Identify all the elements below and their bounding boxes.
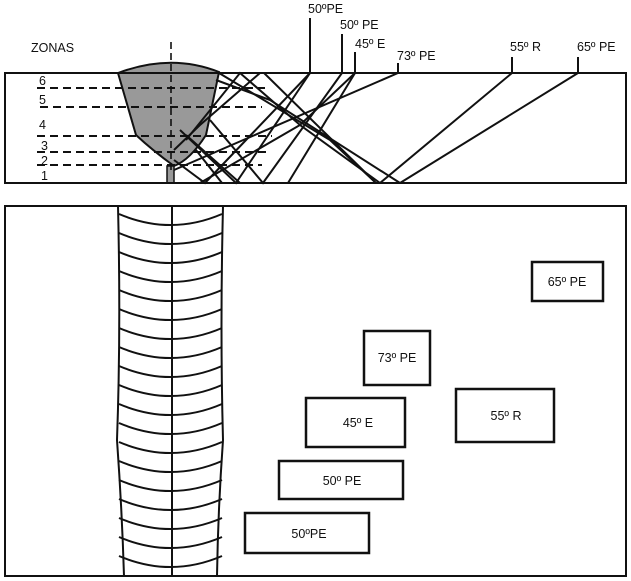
probe-box-45e: 45º E [304, 396, 407, 449]
beam-path [195, 149, 223, 184]
weld-plan-ripples [115, 205, 225, 577]
beam-path [173, 72, 261, 151]
beam-path [215, 79, 401, 184]
probe-label-50pe-1: 50ºPE [308, 2, 343, 16]
weld-ripple [118, 517, 223, 530]
probe-box-55r: 55º R [454, 387, 556, 444]
beam-path [199, 72, 356, 184]
probe-box-label: 65º PE [548, 275, 587, 289]
probe-box-label: 55º R [491, 409, 522, 423]
weld-ripple [118, 289, 223, 302]
plan-view: 65º PE 73º PE 45º E 55º R 50º PE 50ºPE [4, 205, 627, 577]
beam-path [399, 72, 579, 184]
weld-ripple [118, 308, 223, 321]
probe-box-label: 50ºPE [291, 527, 326, 541]
zone-label-3: 3 [41, 139, 48, 153]
probe-box-65pe: 65º PE [530, 260, 605, 303]
plate-plan [4, 205, 627, 577]
probe-box-50pe-2: 50º PE [277, 459, 405, 501]
probe-label-45e: 45º E [355, 37, 385, 51]
probe-box-label: 50º PE [323, 474, 362, 488]
probe-label-65pe: 65º PE [577, 40, 616, 54]
beam-path [218, 72, 377, 184]
zone-labels: 6 5 4 3 2 1 [39, 74, 48, 183]
weld-ripple [118, 555, 223, 568]
weld-ripple [118, 270, 223, 283]
zone-label-5: 5 [39, 93, 46, 107]
beam-path [287, 72, 356, 184]
probe-box-50pe-1: 50ºPE [243, 511, 371, 555]
weld-ripple [118, 251, 223, 264]
weld-ripple [118, 213, 223, 226]
beam-paths [173, 71, 579, 185]
section-view: ZONAS 6 5 4 3 2 1 50ºPE 50º PE 45º E 73º… [4, 2, 627, 185]
zone-label-4: 4 [39, 118, 46, 132]
probe-label-73pe: 73º PE [397, 49, 436, 63]
zones-title: ZONAS [31, 41, 74, 55]
weld-ripple [118, 327, 223, 340]
beam-path [185, 134, 241, 184]
weld-ripple [118, 498, 223, 511]
beam-path [173, 72, 311, 185]
weld-ripple [118, 384, 223, 397]
beam-path [261, 72, 377, 184]
probe-box-label: 45º E [343, 416, 373, 430]
probe-markers [309, 18, 579, 73]
weld-ripple [118, 460, 223, 473]
weld-ripple [118, 232, 223, 245]
zone-label-2: 2 [41, 154, 48, 168]
zone-label-1: 1 [41, 169, 48, 183]
probe-box-73pe: 73º PE [362, 329, 432, 387]
weld-ripple [118, 365, 223, 378]
zone-label-6: 6 [39, 74, 46, 88]
weld-ripple [118, 536, 223, 549]
weld-ripple [118, 422, 223, 435]
weld-ripple [118, 346, 223, 359]
weld-ripple [118, 441, 223, 454]
beam-path [173, 72, 399, 171]
weld-ripple [118, 479, 223, 492]
beam-path [379, 72, 513, 184]
probe-label-50pe-2: 50º PE [340, 18, 379, 32]
probe-label-55r: 55º R [510, 40, 541, 54]
weld-ripple [118, 403, 223, 416]
probe-box-label: 73º PE [378, 351, 417, 365]
